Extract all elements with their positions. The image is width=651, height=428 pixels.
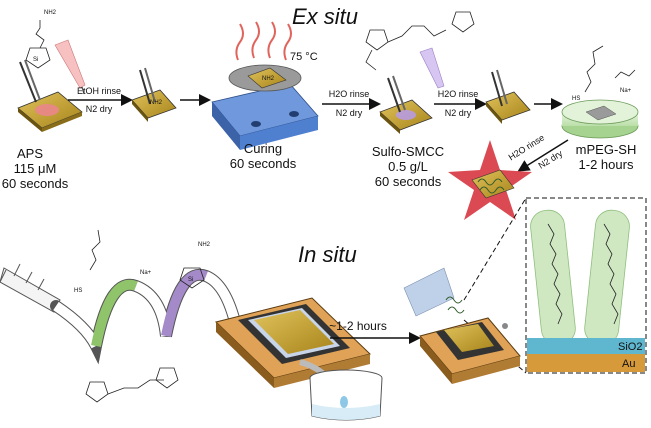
smcc-concentration: 0.5 g/L [388, 159, 428, 174]
zoom-inset: SiO2 Au [525, 197, 647, 374]
aps-molecule: NH2 Si [25, 10, 57, 69]
sio2-layer [527, 338, 645, 354]
svg-text:Si: Si [33, 57, 38, 63]
mpeg-name: mPEG-SH [576, 142, 637, 157]
n2-dry-label-2: N2 dry [336, 108, 363, 118]
aps-time: 60 seconds [2, 176, 69, 191]
smcc-name: Sulfo-SMCC [372, 144, 444, 159]
aps-name: APS [17, 146, 43, 161]
hot-plate: NH2 [211, 64, 319, 150]
svg-text:Na+: Na+ [140, 270, 152, 276]
curing-name: Curing [244, 141, 282, 156]
in-situ-title: In situ [298, 242, 357, 267]
arrow-step6 [517, 139, 569, 172]
sio2-label: SiO2 [618, 341, 642, 353]
svg-text:HS: HS [572, 96, 580, 102]
result-star [448, 140, 532, 220]
aps-concentration: 115 μM [14, 161, 57, 176]
petri-dish [561, 99, 639, 139]
svg-text:NH2: NH2 [198, 242, 211, 248]
curing-time: 60 seconds [230, 156, 297, 171]
smcc-time: 60 seconds [375, 174, 442, 189]
mpeg-time: 1-2 hours [579, 157, 634, 172]
heat-waves-icon [235, 21, 292, 61]
in-situ-result-cell [403, 267, 521, 384]
smcc-molecule [365, 11, 475, 71]
rinse-h2o-label-1: H2O rinse [329, 89, 370, 99]
peg-molecule: HS Na+ [572, 45, 636, 102]
svg-text:NH2: NH2 [150, 100, 163, 106]
n2-dry-label-3: N2 dry [445, 108, 472, 118]
syringe-icon [0, 263, 61, 313]
tubing [50, 268, 248, 365]
pipette-icon [54, 39, 86, 95]
au-layer [527, 354, 645, 372]
smcc-coated-chip [485, 69, 531, 124]
smcc-chip [379, 47, 445, 134]
svg-text:Si: Si [188, 277, 193, 283]
in-situ-time-label: ~1-2 hours [329, 319, 387, 333]
zoom-line-top [463, 197, 527, 301]
ex-situ-title: Ex situ [292, 4, 358, 29]
curing-temperature: 75 °C [290, 51, 318, 63]
svg-text:HS: HS [74, 288, 82, 294]
svg-text:NH2: NH2 [44, 10, 57, 16]
rinse-etoh-label: EtOH rinse [77, 86, 121, 96]
n2-dry-label-1: N2 dry [86, 104, 113, 114]
rinse-h2o-label-2: H2O rinse [438, 89, 479, 99]
waste-beaker [309, 369, 383, 421]
au-label: Au [622, 358, 635, 370]
svg-text:NH2: NH2 [262, 76, 275, 82]
aps-chip [17, 91, 83, 132]
flow-cell [215, 297, 371, 388]
in-situ-molecules: HS Na+ Si NH2 [74, 229, 211, 403]
tweezers-icon [19, 59, 41, 103]
svg-text:Na+: Na+ [620, 88, 632, 94]
aps-coated-chip: NH2 [131, 67, 177, 122]
